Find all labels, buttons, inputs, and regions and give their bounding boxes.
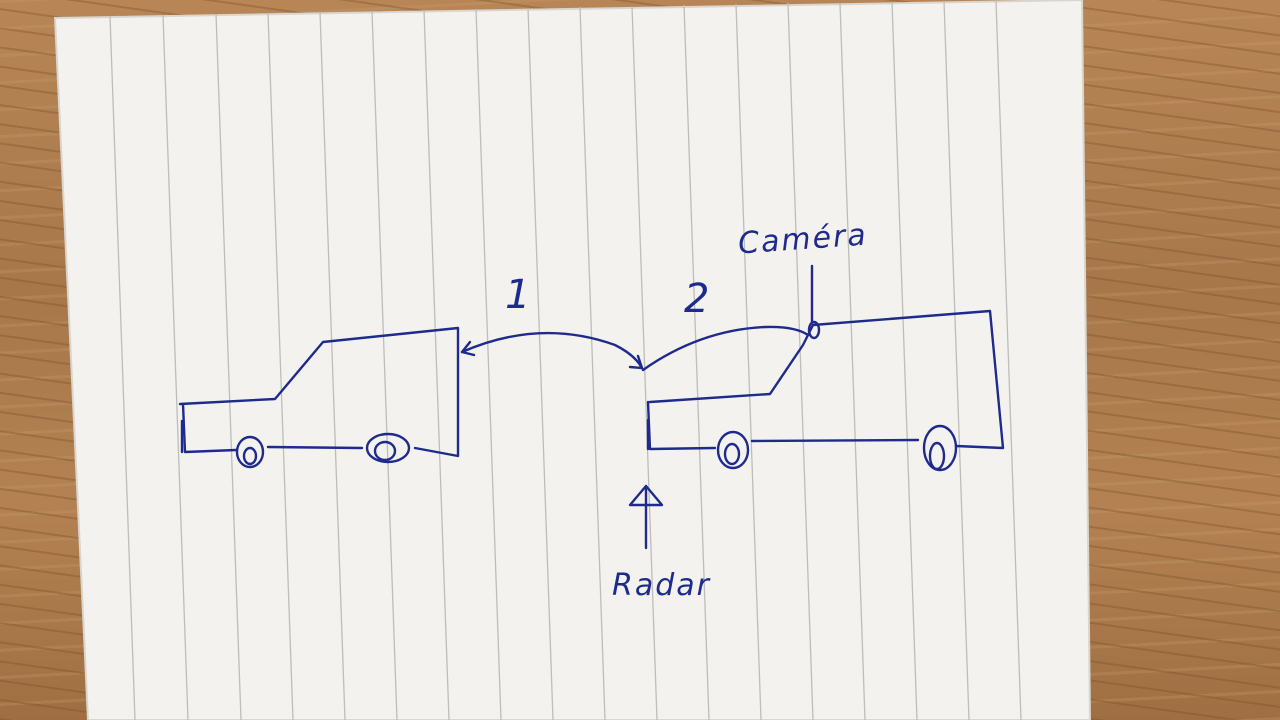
camera-icon <box>807 320 821 340</box>
distance-arrow-1-head-right <box>628 354 644 370</box>
paper-sheet <box>53 0 1092 720</box>
left-vehicle-rear-wheel-hub <box>242 446 258 466</box>
radar-label: Radar <box>612 568 711 603</box>
left-vehicle-rear-wheel <box>235 435 265 469</box>
distance-label-2: 2 <box>684 276 712 322</box>
right-vehicle-body <box>646 309 1005 451</box>
right-vehicle-front-wheel-hub <box>928 441 946 471</box>
right-vehicle-hood <box>641 325 810 372</box>
right-vehicle-rear-wheel <box>716 430 750 470</box>
left-vehicle-front-wheel-hub <box>373 440 397 462</box>
radar-icon <box>628 484 664 550</box>
distance-label-1: 1 <box>505 272 533 318</box>
distance-arrow-1 <box>460 331 644 370</box>
right-vehicle-front-wheel <box>922 424 958 472</box>
right-vehicle-rear-wheel-hub <box>723 442 741 466</box>
left-vehicle-front-wheel <box>365 432 411 464</box>
left-vehicle-body <box>178 326 460 458</box>
distance-arrow-1-head-left <box>460 340 476 357</box>
ruled-lines <box>109 0 1022 720</box>
